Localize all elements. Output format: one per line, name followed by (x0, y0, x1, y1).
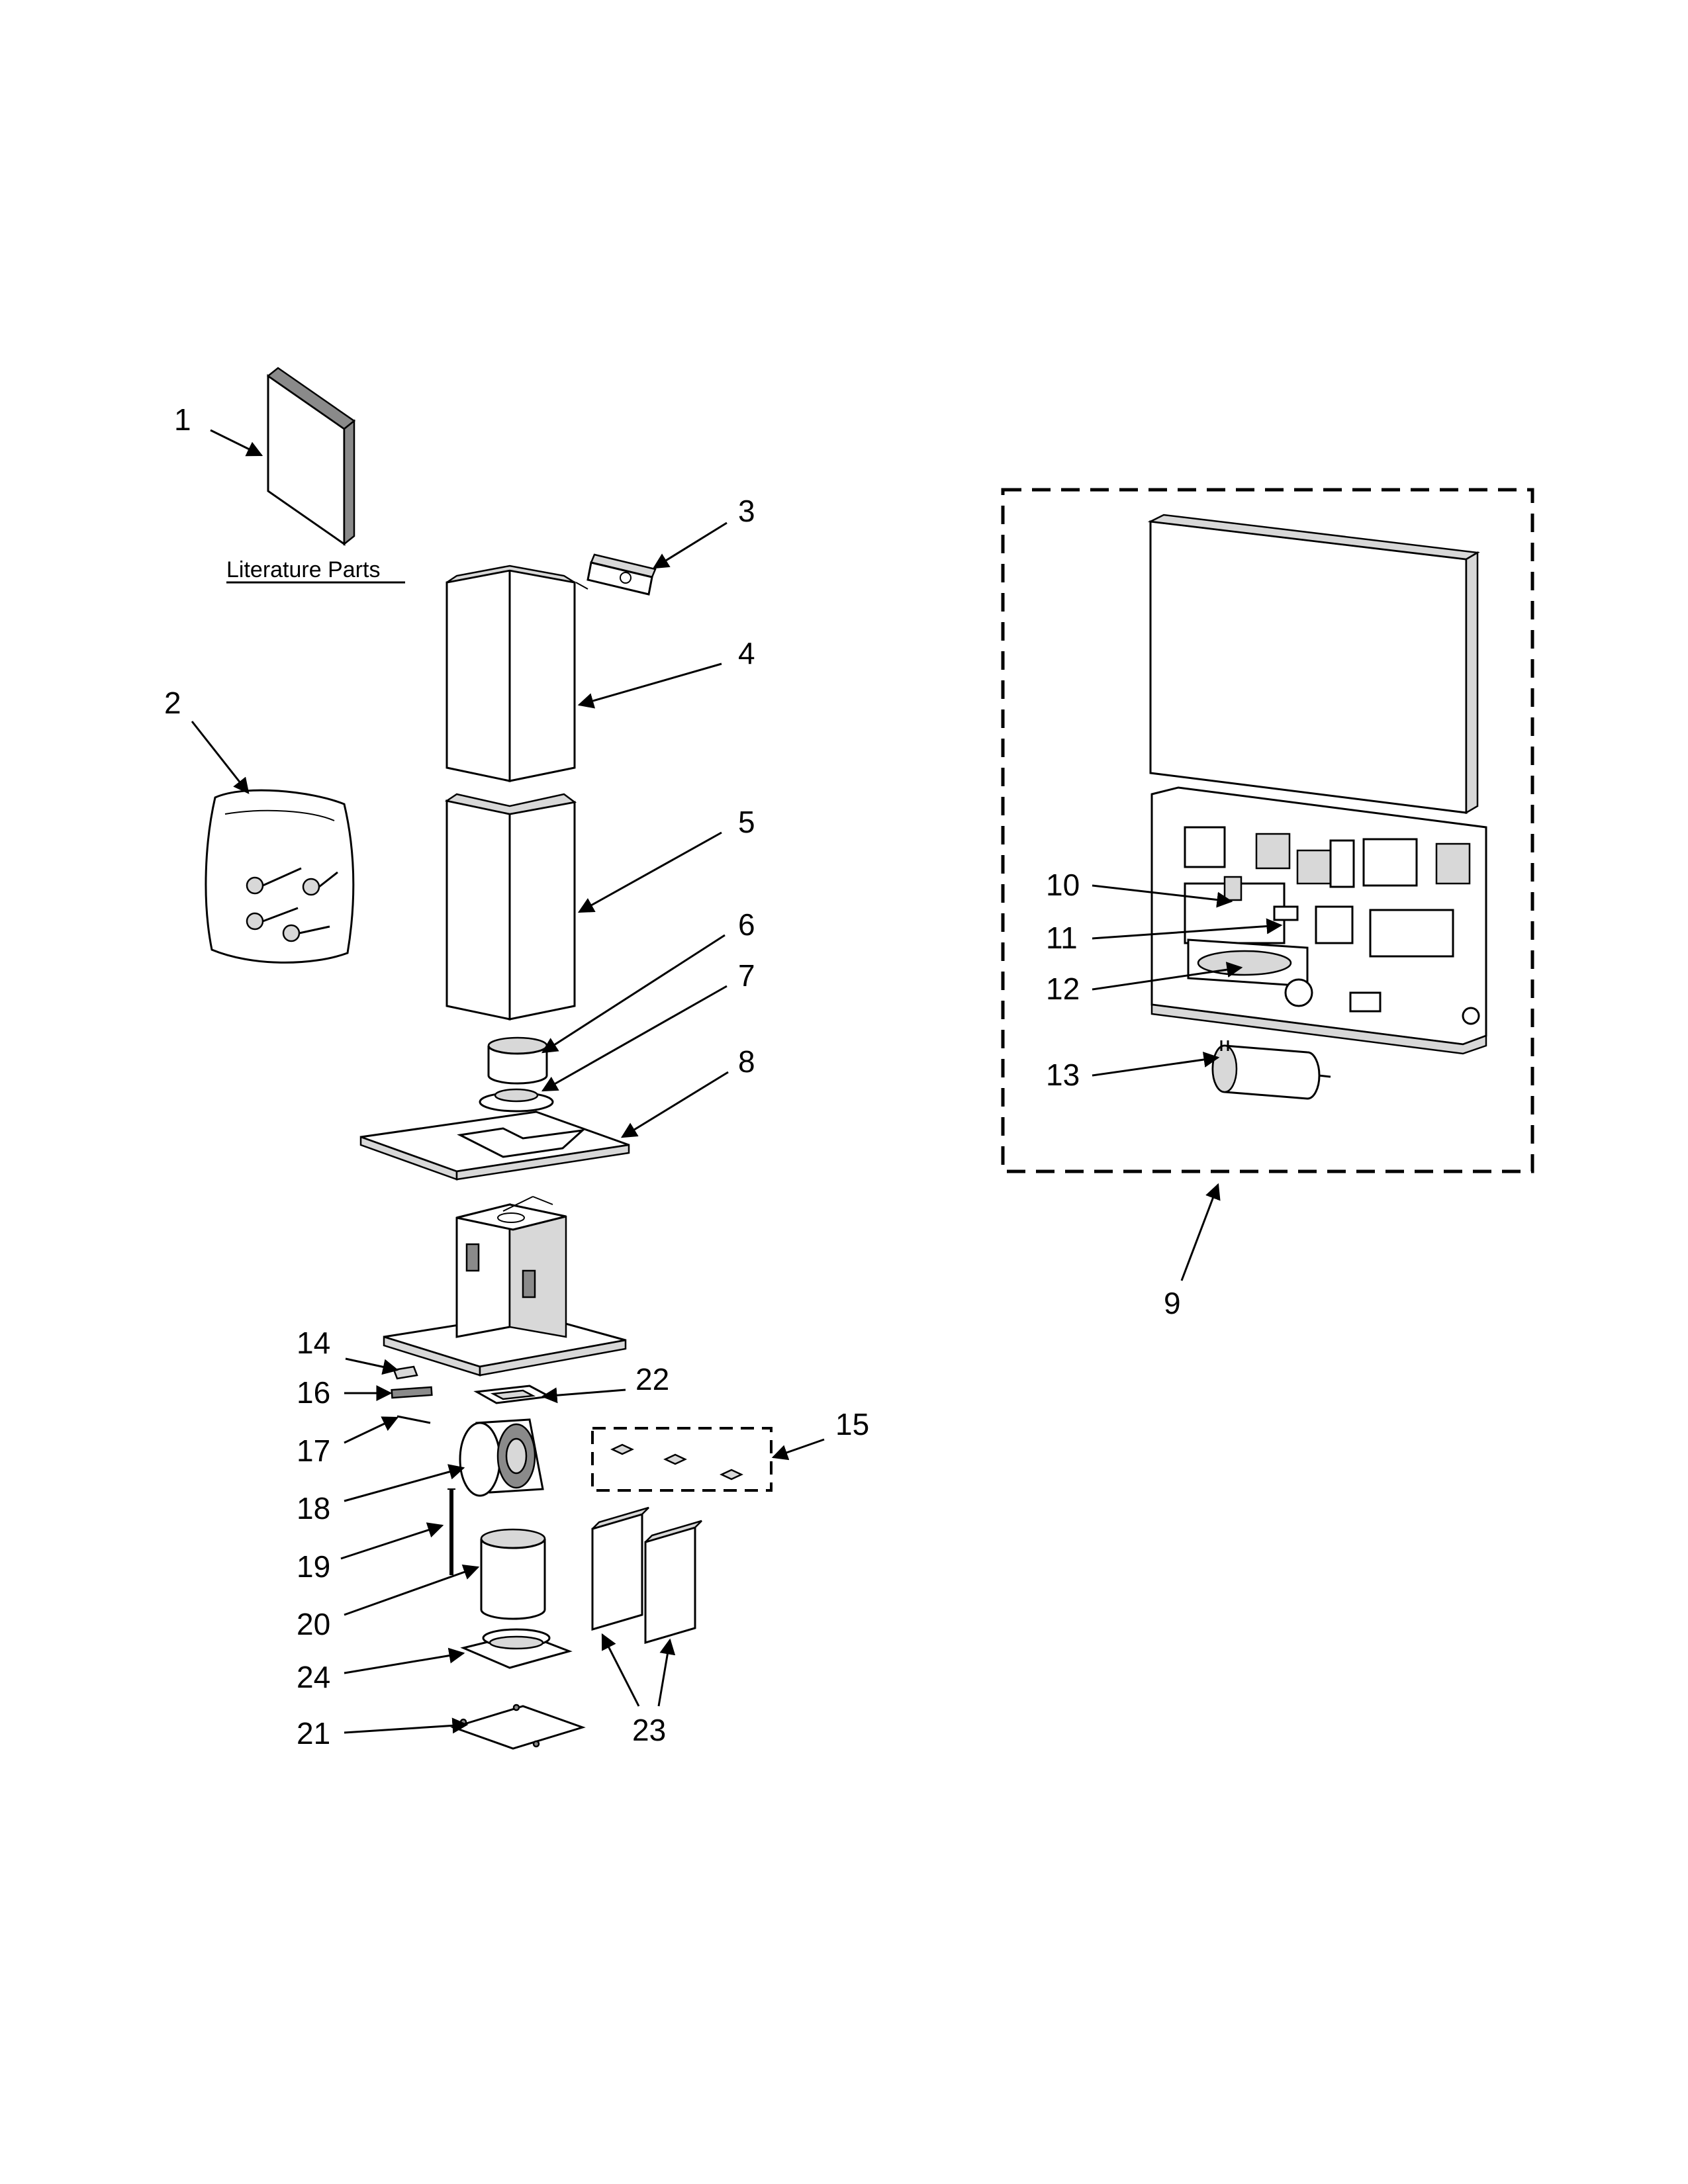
callout-19: 19 (297, 1549, 330, 1584)
leader-1 (210, 429, 263, 457)
leader-lines (191, 429, 1283, 1734)
leader-24 (344, 1647, 465, 1674)
blower-motor (459, 1418, 544, 1497)
leader-12 (1092, 962, 1243, 991)
support-rod (447, 1488, 455, 1575)
callout-9: 9 (1164, 1286, 1181, 1320)
callout-24: 24 (297, 1660, 330, 1694)
callout-22: 22 (635, 1362, 669, 1396)
hood-body (383, 1196, 627, 1377)
duct-tube (480, 1528, 546, 1620)
leader-6 (541, 934, 726, 1054)
leader-21 (344, 1717, 469, 1734)
callout-20: 20 (297, 1607, 330, 1641)
callout-6: 6 (738, 907, 755, 942)
leader-10 (1092, 884, 1233, 908)
callout-3: 3 (738, 494, 755, 528)
bottom-cover-plate (450, 1704, 586, 1750)
charcoal-filters (591, 1506, 702, 1645)
leader-23b (657, 1638, 676, 1707)
leader-17 (344, 1416, 399, 1444)
callout-18: 18 (297, 1491, 330, 1525)
leader-2 (191, 721, 250, 794)
leader-22 (541, 1387, 626, 1404)
callout-10: 10 (1046, 868, 1080, 902)
leader-4 (577, 662, 722, 709)
duct-collar (487, 1036, 548, 1085)
leader-9 (1180, 1183, 1221, 1281)
leader-8 (620, 1071, 729, 1138)
leader-11 (1092, 918, 1283, 940)
callout-15: 15 (835, 1407, 869, 1441)
callout-8: 8 (738, 1044, 755, 1079)
callout-2: 2 (164, 686, 181, 720)
callout-1: 1 (174, 402, 191, 437)
collar-flange (479, 1088, 554, 1113)
leader-18 (344, 1464, 465, 1502)
literature-booklet (266, 367, 356, 546)
leader-3 (652, 522, 727, 569)
callout-17: 17 (297, 1433, 330, 1468)
callout-23: 23 (632, 1713, 666, 1747)
hardware-bag (205, 789, 355, 964)
callout-7: 7 (738, 958, 755, 993)
callout-13: 13 (1046, 1058, 1080, 1092)
leader-5 (577, 831, 722, 913)
capacitor (1211, 1040, 1331, 1100)
leader-14 (345, 1357, 399, 1375)
leader-19 (340, 1522, 444, 1560)
callout-5: 5 (738, 805, 755, 839)
callout-12: 12 (1046, 972, 1080, 1006)
group-9-outline (1001, 488, 1534, 1173)
upper-chimney-cover (445, 565, 588, 782)
mounting-bracket (586, 553, 657, 596)
callout-16: 16 (297, 1375, 330, 1410)
leader-15 (771, 1438, 825, 1461)
small-parts-cluster (391, 1365, 553, 1424)
callout-4: 4 (738, 636, 755, 670)
duct-flange-plate (460, 1628, 573, 1669)
leader-20 (344, 1564, 480, 1616)
lower-chimney-cover (444, 793, 577, 1021)
group-15-outline (591, 1427, 773, 1492)
leader-23a (601, 1633, 640, 1707)
callout-14: 14 (297, 1326, 330, 1360)
control-panel-cover (1147, 514, 1480, 815)
leader-13 (1092, 1052, 1220, 1077)
leader-7 (541, 985, 727, 1092)
literature-parts-label: Literature Parts (226, 557, 380, 582)
group-15-pads (610, 1443, 743, 1480)
support-plate (359, 1111, 630, 1181)
callout-11: 11 (1046, 921, 1078, 955)
callout-21: 21 (297, 1716, 330, 1751)
callout-numbers: 1 2 3 4 5 6 7 8 9 10 11 12 13 14 15 16 1… (164, 402, 1181, 1751)
control-board-housing (1150, 786, 1487, 1055)
